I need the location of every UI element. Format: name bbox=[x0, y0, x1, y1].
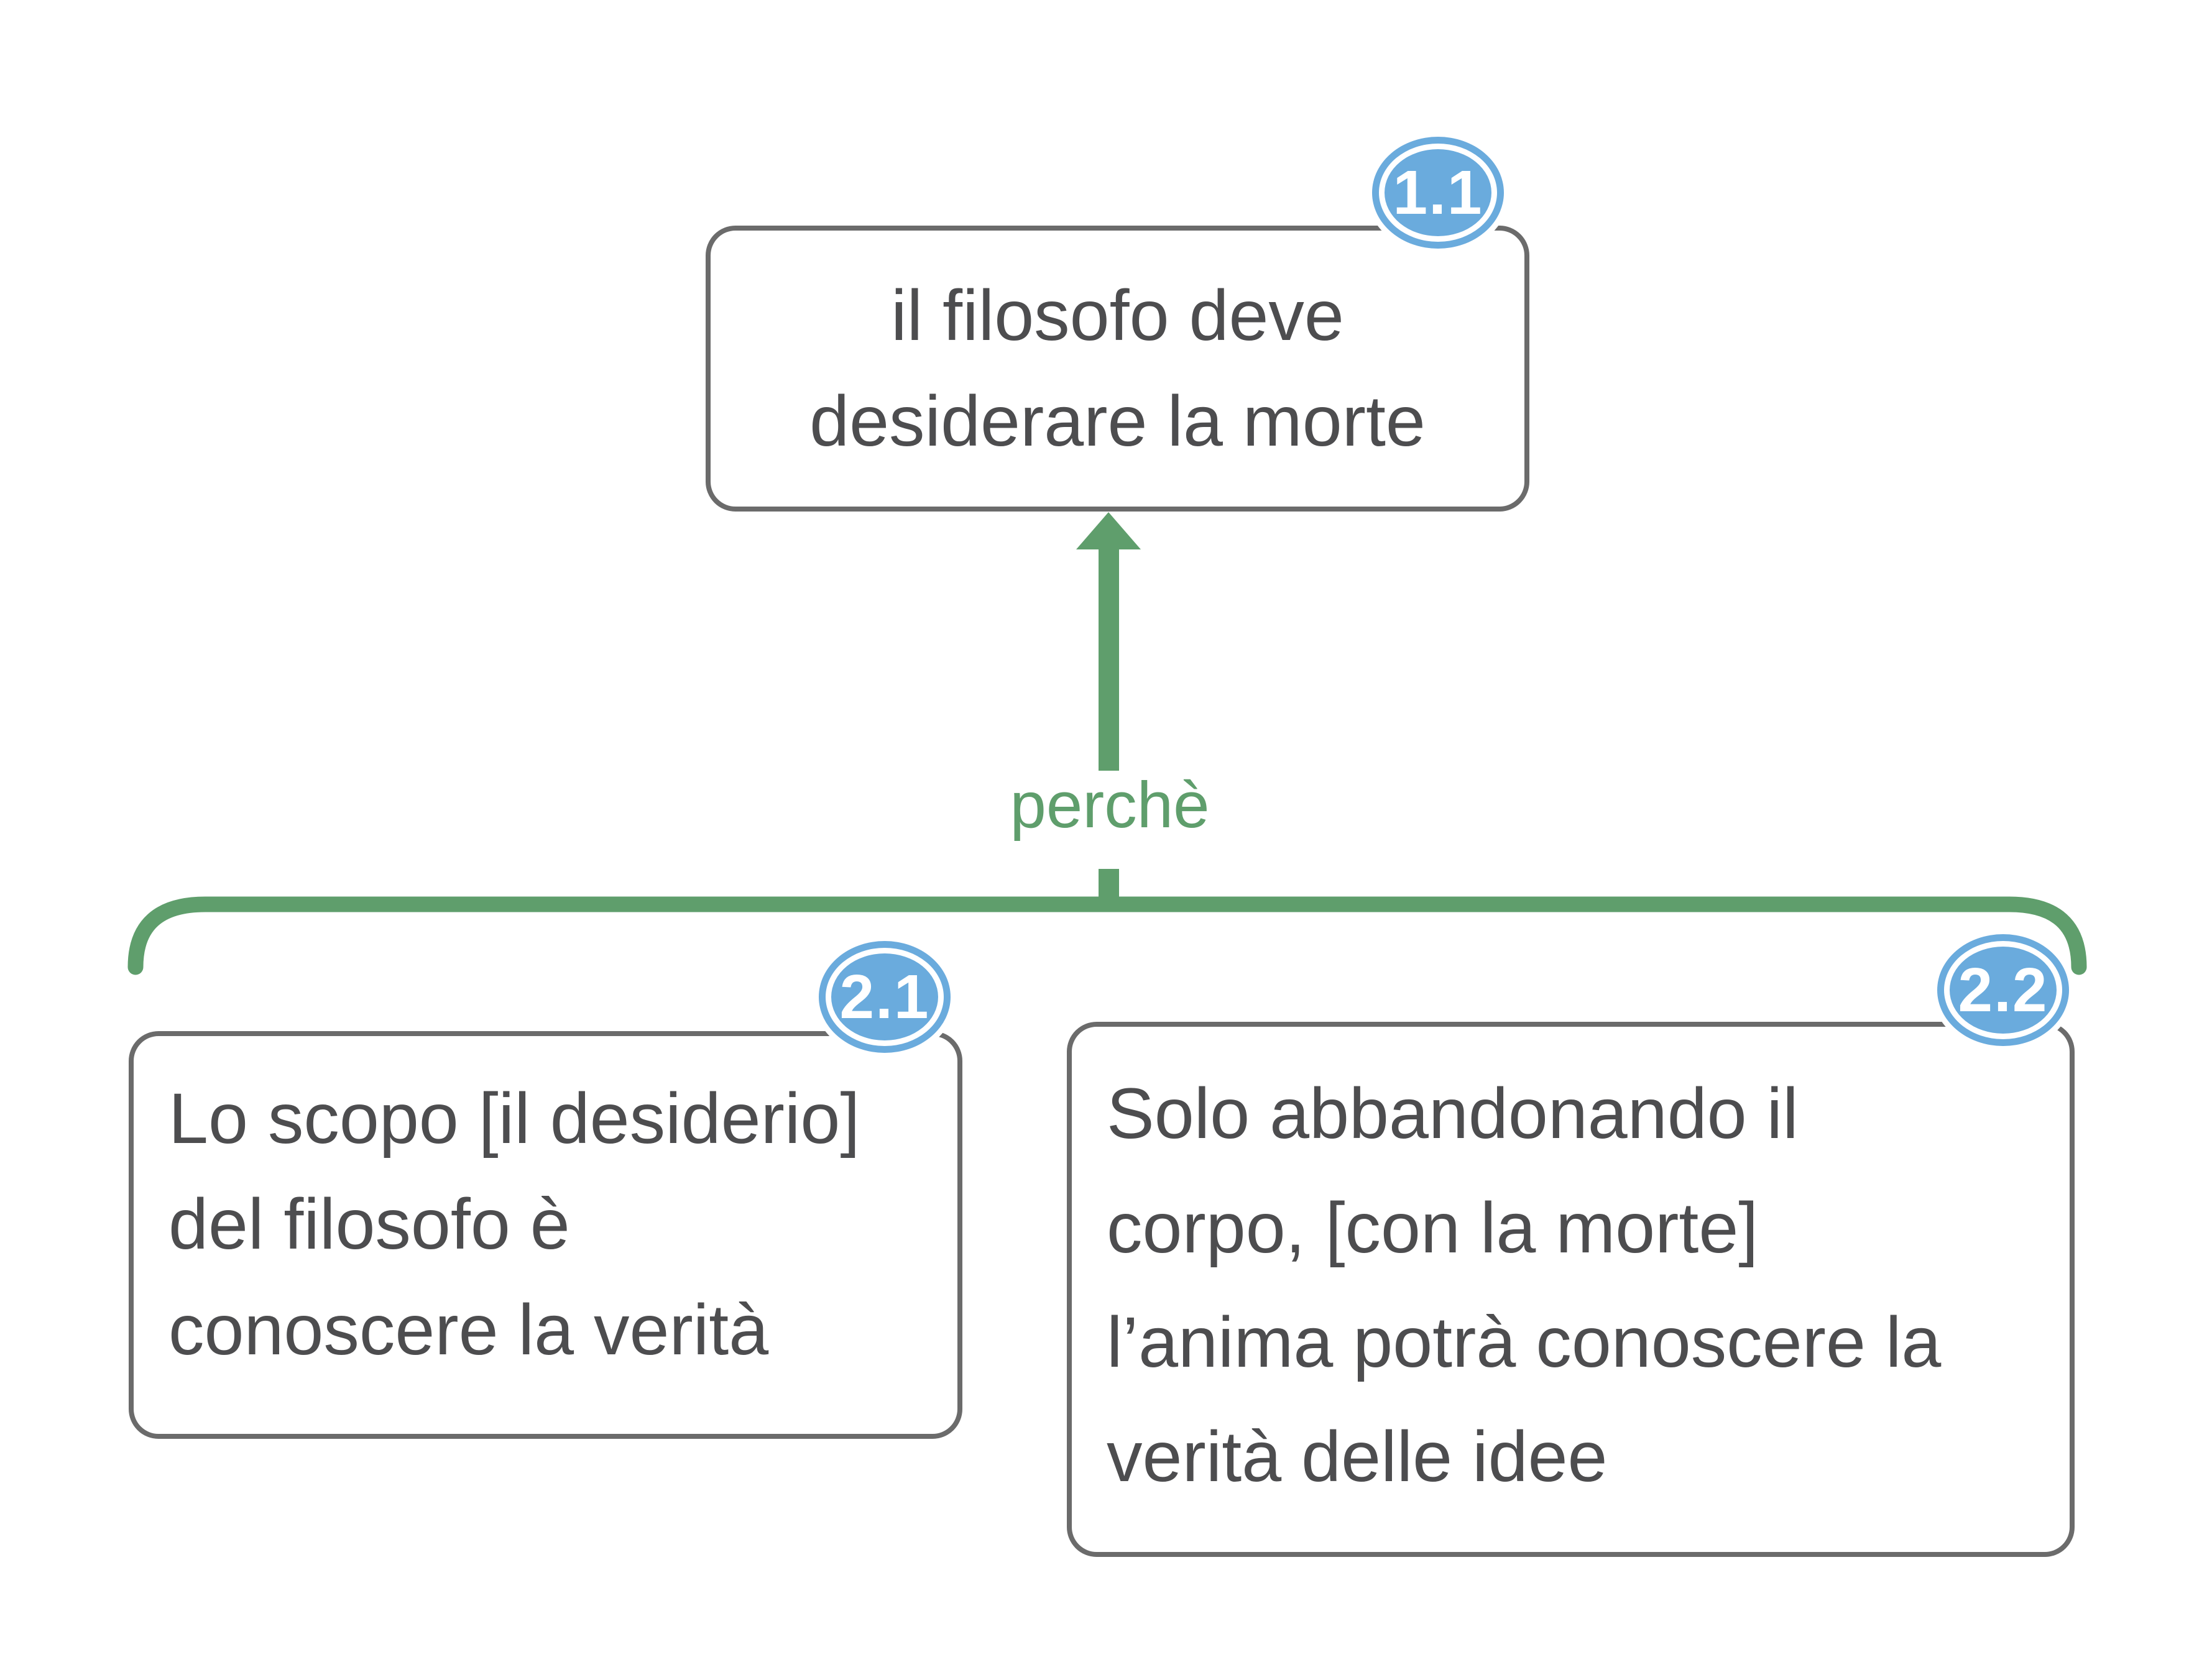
reason-text-line: Solo abbandonando il bbox=[1107, 1074, 1799, 1154]
arrow-up-icon bbox=[1076, 512, 1141, 911]
claim-node[interactable]: il filosofo deve desiderare la morte bbox=[706, 226, 1529, 512]
reason-node-left[interactable]: Lo scopo [il desiderio] del filosofo è c… bbox=[129, 1031, 962, 1439]
reason-text-line: l’anima potrà conoscere la bbox=[1107, 1303, 1942, 1382]
bracket-connector bbox=[127, 896, 2087, 975]
node-badge-2-1[interactable]: 2.1 bbox=[819, 941, 951, 1053]
claim-text-line: desiderare la morte bbox=[809, 382, 1426, 461]
node-badge-2-2[interactable]: 2.2 bbox=[1937, 934, 2069, 1046]
reason-text-line: del filosofo è bbox=[168, 1185, 570, 1264]
relation-label[interactable]: perchè bbox=[1010, 769, 1210, 842]
reason-text-line: conoscere la verità bbox=[168, 1290, 769, 1370]
reason-node-right[interactable]: Solo abbandonando il corpo, [con la mort… bbox=[1067, 1022, 2075, 1557]
reason-text-line: verità delle idee bbox=[1107, 1417, 1608, 1497]
node-badge-label: 2.2 bbox=[1958, 955, 2048, 1025]
reason-text-line: corpo, [con la morte] bbox=[1107, 1188, 1759, 1268]
reason-text-line: Lo scopo [il desiderio] bbox=[168, 1079, 860, 1159]
node-badge-1-1[interactable]: 1.1 bbox=[1372, 137, 1504, 249]
node-badge-label: 2.1 bbox=[839, 962, 930, 1032]
node-badge-label: 1.1 bbox=[1393, 157, 1483, 227]
claim-text-line: il filosofo deve bbox=[891, 276, 1344, 356]
